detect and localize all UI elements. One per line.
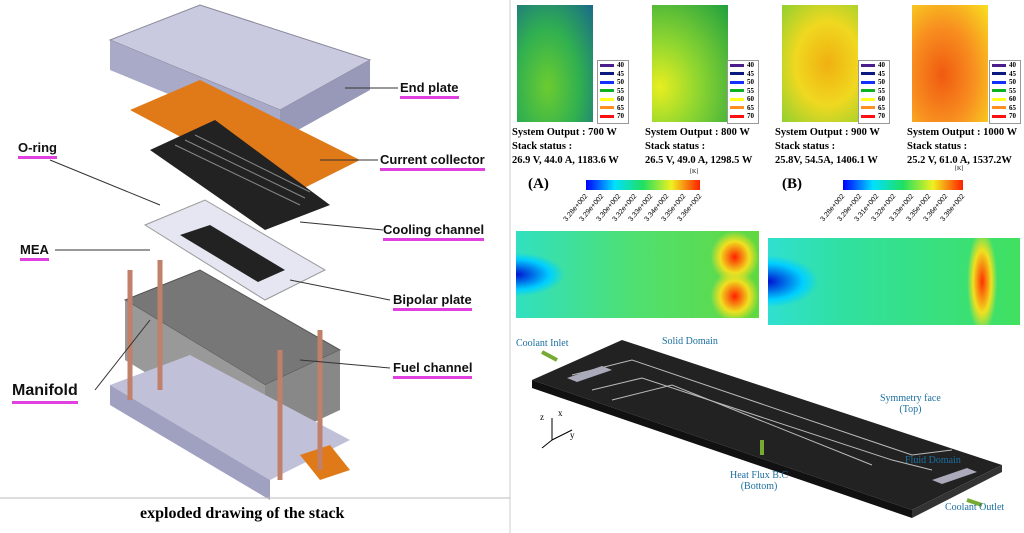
axis-z: z xyxy=(540,412,544,422)
channel-domain-diagram xyxy=(532,340,1002,518)
legend-entry: 60 xyxy=(598,95,628,104)
unit-b: [K] xyxy=(955,166,964,172)
label-cooling-channel: Cooling channel xyxy=(383,222,485,241)
legend-entry: 60 xyxy=(728,95,758,104)
axis-y: y xyxy=(570,430,575,440)
solid-domain-label: Solid Domain xyxy=(662,336,718,347)
legend-entry: 45 xyxy=(598,70,628,79)
legend-entry: 65 xyxy=(859,104,889,113)
legend-entry: 45 xyxy=(728,70,758,79)
label-fuel-channel: Fuel channel xyxy=(393,360,473,379)
heatmap-900w xyxy=(782,5,858,122)
legend-entry: 40 xyxy=(990,61,1020,70)
legend-entry: 45 xyxy=(990,70,1020,79)
label-bipolar-plate: Bipolar plate xyxy=(393,292,472,311)
legend-entry: 70 xyxy=(728,112,758,121)
legend-entry: 55 xyxy=(728,87,758,96)
legend-entry: 55 xyxy=(990,87,1020,96)
legend-entry: 40 xyxy=(859,61,889,70)
legend-entry: 50 xyxy=(990,78,1020,87)
contour-b xyxy=(768,238,1020,325)
legend-entry: 50 xyxy=(859,78,889,87)
heatmap-1000w xyxy=(912,5,988,122)
coolant-inlet-label: Coolant Inlet xyxy=(516,338,569,349)
heat-flux-label: Heat Flux B.C(Bottom) xyxy=(730,470,789,492)
legend-entry: 40 xyxy=(598,61,628,70)
label-b: (B) xyxy=(782,176,802,192)
legend-entry: 70 xyxy=(859,112,889,121)
symmetry-face-label: Symmetry face(Top) xyxy=(880,393,941,415)
legend-entry: 50 xyxy=(728,78,758,87)
legend-entry: 55 xyxy=(598,87,628,96)
legend-entry: 70 xyxy=(990,112,1020,121)
label-mea: MEA xyxy=(20,242,49,261)
label-end-plate: End plate xyxy=(400,80,459,99)
legend-entry: 70 xyxy=(598,112,628,121)
legend-entry: 65 xyxy=(990,104,1020,113)
fluid-domain-label: Fluid Domain xyxy=(905,455,961,466)
label-manifold: Manifold xyxy=(12,382,78,404)
exploded-stack-drawing xyxy=(0,0,511,533)
legend-entry: 50 xyxy=(598,78,628,87)
label-a: (A) xyxy=(528,176,549,192)
legend-entry: 55 xyxy=(859,87,889,96)
colorbar-b xyxy=(843,180,963,190)
label-current-collector: Current collector xyxy=(380,152,485,171)
axis-x: x xyxy=(558,408,563,418)
colorbar-a xyxy=(586,180,700,190)
contour-a xyxy=(516,231,759,318)
legend-entry: 45 xyxy=(859,70,889,79)
legend-entry: 60 xyxy=(859,95,889,104)
legend-entry: 60 xyxy=(990,95,1020,104)
legend-entry: 65 xyxy=(728,104,758,113)
stack-caption: exploded drawing of the stack xyxy=(140,505,345,522)
heatmap-800w xyxy=(652,5,728,122)
heatmap-700w xyxy=(517,5,593,122)
label-o-ring: O-ring xyxy=(18,140,57,159)
legend-entry: 40 xyxy=(728,61,758,70)
legend-entry: 65 xyxy=(598,104,628,113)
coolant-outlet-label: Coolant Outlet xyxy=(945,502,1005,513)
unit-a: [K] xyxy=(690,169,699,175)
